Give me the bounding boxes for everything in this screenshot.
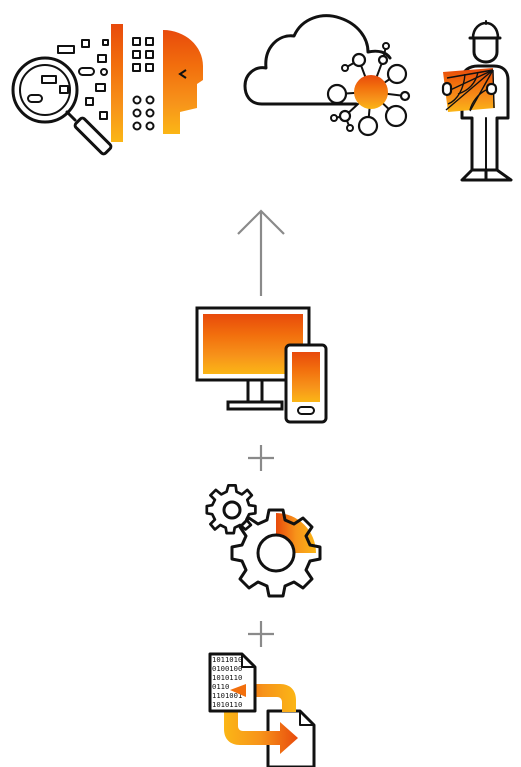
binary-line: 1101001	[212, 691, 242, 700]
cloud-network-icon	[243, 14, 411, 137]
plus-icon	[248, 445, 274, 471]
data-analysis-head-icon	[11, 24, 203, 156]
binary-line: 0110	[212, 682, 229, 691]
document-conversion-icon: 1011010 0100100 1010110 0110 1101001 101…	[208, 652, 316, 767]
binary-line: 1010110	[212, 673, 242, 682]
plus-icon	[248, 621, 274, 647]
arrow-up-icon	[237, 209, 285, 296]
gears-icon	[205, 484, 322, 598]
binary-line: 1010110	[212, 700, 242, 709]
desktop-and-mobile-icon	[195, 306, 328, 424]
engineer-holding-web-icon	[441, 20, 513, 182]
binary-line: 1011010	[212, 655, 242, 664]
binary-line: 0100100	[212, 664, 242, 673]
